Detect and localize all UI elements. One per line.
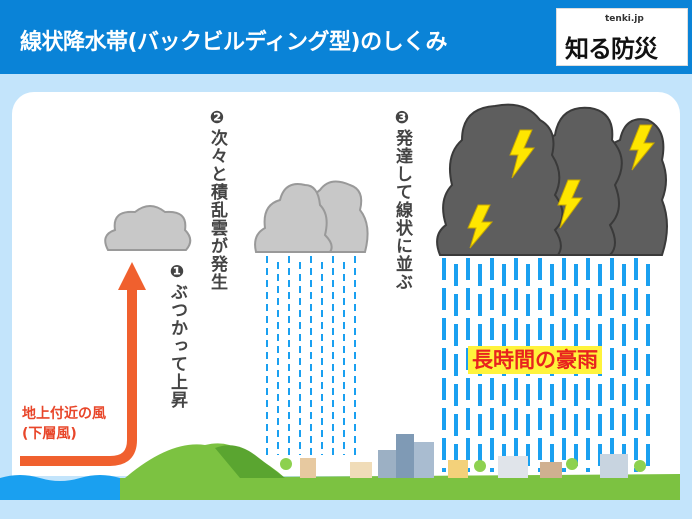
step-1-label: ❶ぶつかって上昇 [165,262,190,409]
step-1-number: ❶ [167,262,187,283]
wind-label-line2: (下層風) [22,426,77,442]
rain-small [266,256,356,455]
cumulonimbus-cloud [254,180,369,253]
water [0,475,130,500]
wind-arrow [20,285,137,466]
step-2-number: ❷ [207,108,227,129]
wind-label: 地上付近の風 (下層風) [22,404,106,444]
step-2-label: ❷次々と積乱雲が発生 [205,108,230,291]
ground [120,474,680,500]
buildings [280,434,646,478]
logo-site: tenki.jp [605,14,644,24]
logo: tenki.jp 知る防災 [556,8,688,66]
heavy-rain-label: 長時間の豪雨 [468,346,602,374]
arrow-head [118,262,146,290]
header-bar: 線状降水帯(バックビルディング型)のしくみ tenki.jp 知る防災 [0,0,692,74]
step-2-text: 次々と積乱雲が発生 [207,129,227,291]
wind-label-line1: 地上付近の風 [22,406,106,422]
page-title: 線状降水帯(バックビルディング型)のしくみ [20,30,447,55]
step-3-text: 発達して線状に並ぶ [392,129,412,291]
lightning-icons [467,124,656,249]
logo-name: 知る防災 [565,35,658,63]
small-cloud [104,205,192,251]
step-3-number: ❸ [392,108,412,129]
step-3-label: ❸発達して線状に並ぶ [390,108,415,291]
step-1-text: ぶつかって上昇 [167,283,187,409]
hill-shade [215,445,285,478]
dark-clouds [436,103,668,256]
